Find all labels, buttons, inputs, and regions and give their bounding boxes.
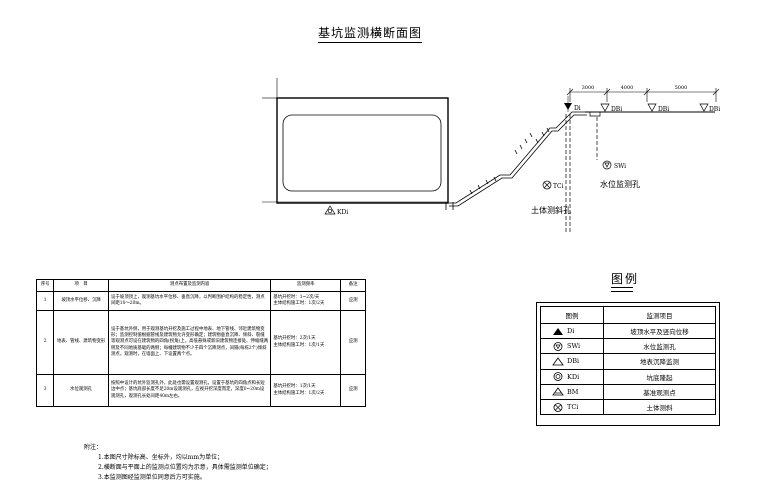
legend-code: DBi xyxy=(567,357,580,366)
row-freq: 基坑开挖时：2次/1天 主体结构施工时：1次/1天 xyxy=(270,310,342,375)
swi-label: SWi xyxy=(614,163,626,170)
tci-symbol xyxy=(542,180,552,190)
legend-row: BM 基准观测点 xyxy=(540,383,716,400)
open-triangle-icon xyxy=(552,357,564,366)
tci-label: TCi xyxy=(553,183,564,190)
swi-symbol xyxy=(602,160,612,170)
row-desc: 设于坡顶顶上，观测基坑水平位移、垂直沉降，以判断围护结构的稳定性，测点间距10～… xyxy=(108,291,272,311)
legend-item: 坑底隆起 xyxy=(603,368,716,385)
legend-title-underline xyxy=(611,287,633,292)
row-note: 应测 xyxy=(340,310,366,375)
filled-triangle-icon xyxy=(553,327,563,335)
legend-row: SWi 水位监测孔 xyxy=(540,338,716,355)
notes: 附注： 1.本图尺寸除标高、坐标外，均以mm为单位； 2.横断面与平面上的监测点… xyxy=(84,443,272,483)
row-note: 应测 xyxy=(340,374,366,407)
dimension-label-2: 4000 xyxy=(621,85,634,91)
dimension-line xyxy=(566,88,720,102)
crossed-circle-icon xyxy=(553,402,563,412)
legend-code: TCi xyxy=(567,403,579,412)
excavation-slope xyxy=(445,111,587,210)
legend-item: 水位监测孔 xyxy=(603,338,716,355)
legend-frame xyxy=(536,302,720,426)
legend-row: Di 坡顶水平及竖向位移 xyxy=(540,322,716,340)
notes-heading: 附注： xyxy=(84,444,103,451)
dimension-label-1: 3000 xyxy=(582,85,595,91)
legend-table: 图例 监测项目 Di 坡顶水平及竖向位移 SWi 水位监测孔 DBi 地表沉降监… xyxy=(540,306,716,416)
dbi-label-1: DBi xyxy=(611,106,622,113)
row-freq: 基坑开挖时：1次/1天 主体结构施工时：1次/2天 xyxy=(270,374,342,407)
underground-structure xyxy=(262,78,449,204)
legend-row: DBi 地表沉降监测 xyxy=(540,353,716,370)
legend-item: 土体测斜 xyxy=(603,398,716,416)
bm-triangle-icon xyxy=(552,387,564,396)
note-line: 1.本图尺寸除标高、坐标外，均以mm为单位； xyxy=(98,454,224,461)
legend-code: Di xyxy=(567,327,575,336)
well-icon xyxy=(553,341,563,351)
col-header-note: 备注 xyxy=(340,279,366,292)
col-header-no: 序号 xyxy=(35,279,55,292)
legend-header-item: 监测项目 xyxy=(603,306,716,324)
legend-row: TCi 土体测斜 xyxy=(540,398,716,416)
row-item: 坡顶水平位移、沉降 xyxy=(53,291,110,311)
kdi-label: KDi xyxy=(337,209,348,216)
table-row: 2 地表、管线、建筑物变形 设于基坑外侧，用于观测基坑开挖及施工过程中地表、地下… xyxy=(35,310,366,375)
legend-header-symbol: 图例 xyxy=(540,306,604,324)
monitoring-items-table: 序号 项 目 测点布置及监测内容 监测频率 备注 1 坡顶水平位移、沉降 设于坡… xyxy=(35,279,366,407)
double-circle-icon xyxy=(553,372,563,382)
row-desc: 按照中设计的坑外监测孔外，此处也需设置观测孔，设置于基坑的四角点和长短边中点；基… xyxy=(108,374,272,407)
col-header-item: 项 目 xyxy=(53,279,110,292)
legend-row: KDi 坑底隆起 xyxy=(540,368,716,385)
dbi-marker-3 xyxy=(699,103,709,112)
drawing-scale: 1:250 xyxy=(367,32,382,38)
legend-code: KDi xyxy=(567,372,580,381)
row-no: 3 xyxy=(35,374,55,407)
dimension-label-3: 5000 xyxy=(675,85,688,91)
cross-section-drawing: 3000 4000 5000 Di DBi DBi DBi SWi 水位监测孔 … xyxy=(262,78,720,232)
row-item: 地表、管线、建筑物变形 xyxy=(53,310,110,375)
inclinometer-label: 土体测斜孔 xyxy=(531,205,571,215)
legend-code: BM xyxy=(567,387,579,396)
row-item: 水位观测孔 xyxy=(53,374,110,407)
col-header-frequency: 监测频率 xyxy=(270,279,342,292)
row-note: 应测 xyxy=(340,291,366,311)
row-freq: 基坑开挖时：1~2次/天 主体结构施工时：1次/2天 xyxy=(270,291,342,311)
legend-item: 地表沉降监测 xyxy=(603,353,716,370)
dbi-label-3: DBi xyxy=(709,106,720,113)
di-label: Di xyxy=(574,105,581,112)
legend-item: 基准观测点 xyxy=(603,383,716,400)
legend-title: 图例 xyxy=(611,272,640,286)
water-well-label: 水位监测孔 xyxy=(600,179,640,189)
di-marker xyxy=(564,96,572,112)
note-line: 2.横断面与平面上的监测点位置均为示意，具体需监测单位确定； xyxy=(98,464,272,471)
kdi-symbol xyxy=(324,205,336,215)
col-header-content: 测点布置及监测内容 xyxy=(108,279,272,292)
row-desc: 设于基坑外侧，用于观测基坑开挖及施工过程中地表、地下管线、邻近建筑物变形；监测控… xyxy=(108,310,272,375)
row-no: 1 xyxy=(35,291,55,311)
dbi-marker-2 xyxy=(647,103,657,112)
legend-item: 坡顶水平及竖向位移 xyxy=(603,322,716,340)
drawing-title: 基坑监测横断面图 xyxy=(318,24,423,43)
row-no: 2 xyxy=(35,310,55,375)
note-line: 3.本监测图经监测单位同意后方可实施。 xyxy=(98,474,206,481)
legend-code: SWi xyxy=(567,342,581,351)
dbi-label-2: DBi xyxy=(658,106,669,113)
table-row: 3 水位观测孔 按照中设计的坑外监测孔外，此处也需设置观测孔，设置于基坑的四角点… xyxy=(35,374,366,407)
table-row: 1 坡顶水平位移、沉降 设于坡顶顶上，观测基坑水平位移、垂直沉降，以判断围护结构… xyxy=(35,291,366,311)
ground-surface xyxy=(585,111,715,117)
dbi-marker-1 xyxy=(600,103,610,112)
